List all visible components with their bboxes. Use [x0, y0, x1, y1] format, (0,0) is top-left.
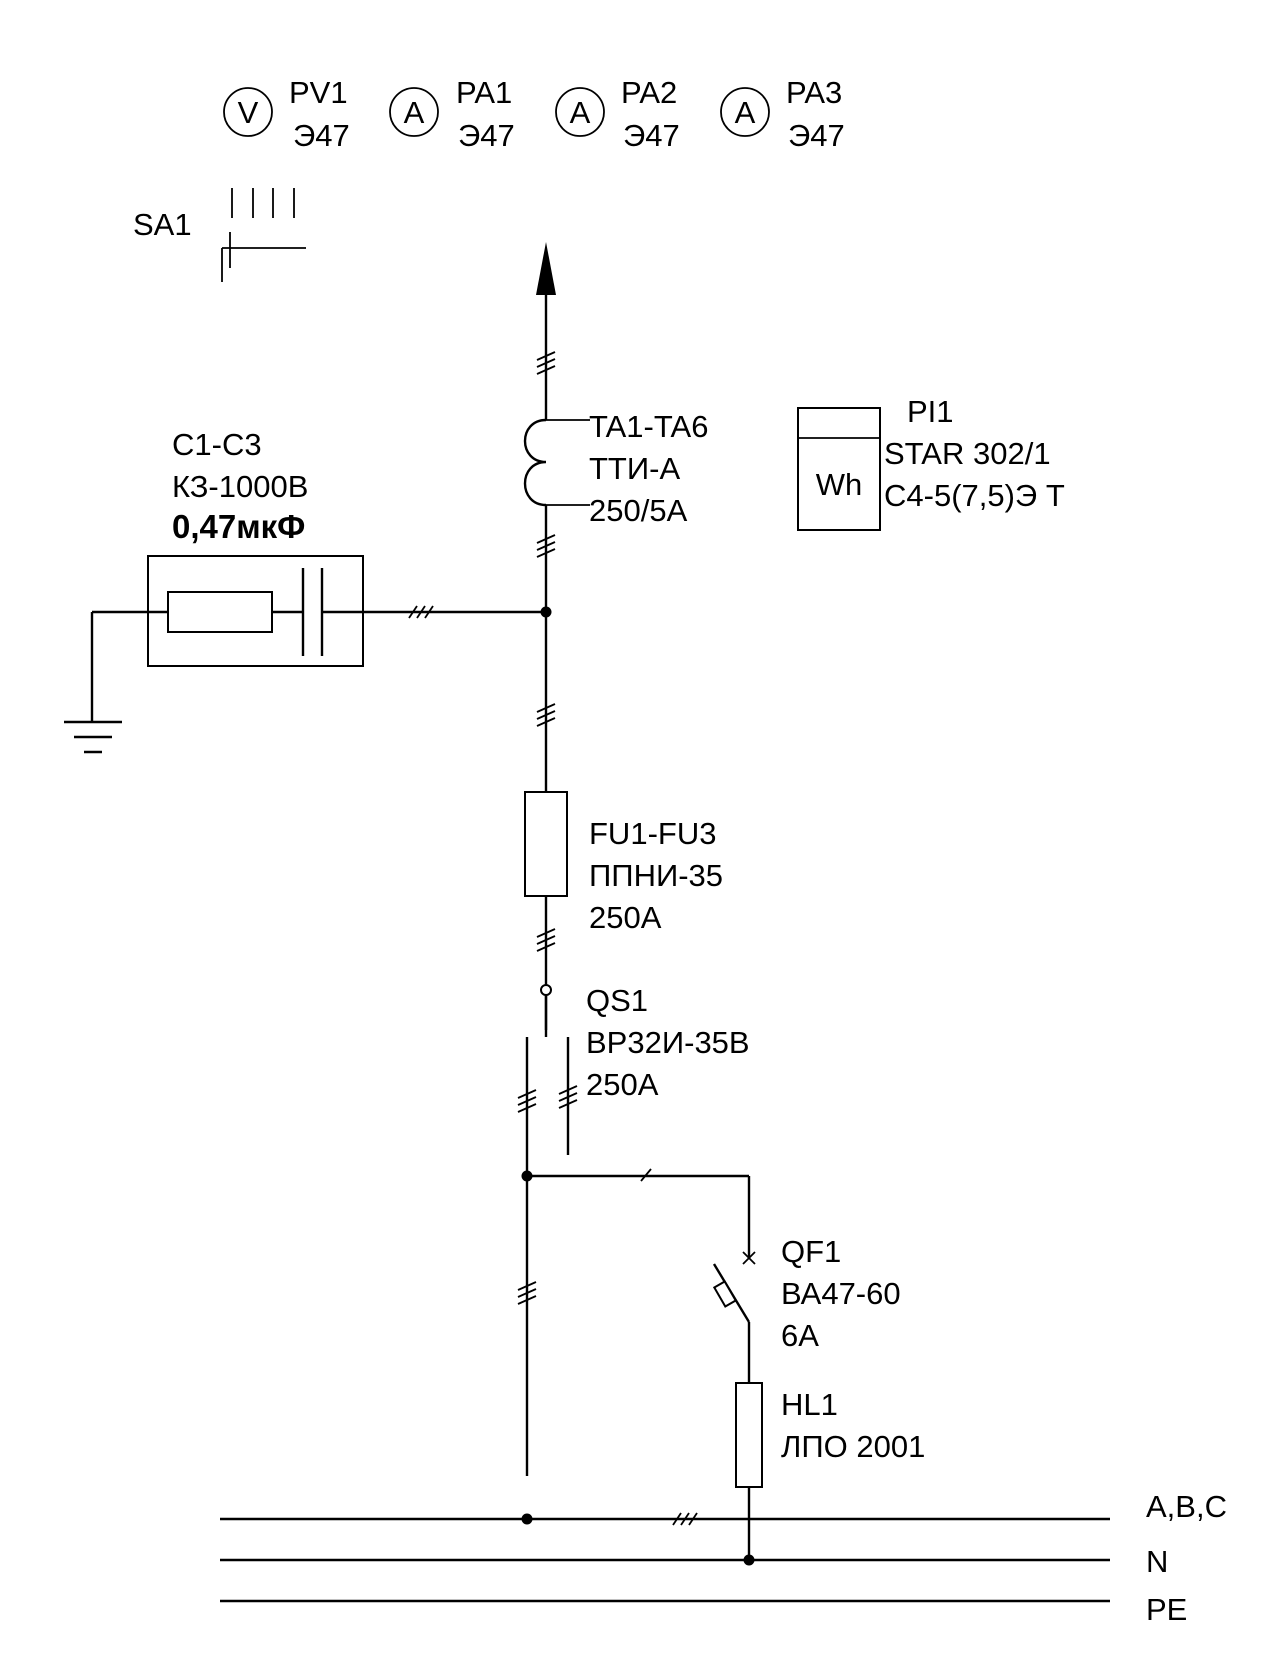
meter-type: Э47 [293, 118, 350, 153]
fuse-icon [524, 791, 568, 897]
lamp-icon [735, 1382, 763, 1488]
three-phase-marker-icon [536, 534, 556, 558]
three-phase-marker-icon [672, 1512, 698, 1526]
meter-name: PV1 [289, 75, 348, 110]
fuse-name: FU1-FU3 [589, 816, 716, 851]
meter-pv1: V PV1 Э47 [223, 75, 350, 153]
lamp-type: ЛПО 2001 [781, 1429, 925, 1464]
disconnector-rating: 250А [586, 1067, 659, 1102]
breaker-type: ВА47-60 [781, 1276, 901, 1311]
single-phase-marker-icon [640, 1168, 652, 1182]
ground-icon [64, 720, 122, 754]
fuse: FU1-FU3 ППНИ-35 250А [524, 791, 723, 935]
bus-label-n: N [1146, 1544, 1168, 1579]
meter-type: Э47 [623, 118, 680, 153]
three-phase-marker-icon [517, 1281, 537, 1305]
meter-type: Э47 [458, 118, 515, 153]
breaker-rating: 6А [781, 1318, 819, 1353]
ammeter-icon [389, 87, 439, 137]
voltmeter-icon [223, 87, 273, 137]
disconnector-name: QS1 [586, 983, 648, 1018]
meter-pa1: A PA1 Э47 [389, 75, 515, 153]
fuse-type: ППНИ-35 [589, 858, 723, 893]
breaker-name: QF1 [781, 1234, 841, 1269]
ct-type: ТТИ-А [589, 451, 680, 486]
circuit-breaker: QF1 ВА47-60 6А [712, 1234, 901, 1383]
ct-rating: 250/5А [589, 493, 688, 528]
energy-meter-symbol: Wh [816, 467, 863, 502]
contact-pivot-icon [540, 984, 552, 996]
meter-name: PA2 [621, 75, 677, 110]
capacitor-type: КЗ-1000В [172, 469, 308, 504]
indicator-lamp: HL1 ЛПО 2001 [735, 1382, 925, 1566]
capacitor-assembly: C1-C3 КЗ-1000В 0,47мкФ [64, 427, 546, 754]
meter-pa2: A PA2 Э47 [555, 75, 680, 153]
bus-label-pe: PE [1146, 1592, 1187, 1627]
energy-meter-icon [797, 407, 881, 531]
energy-meter: Wh PI1 STAR 302/1 С4-5(7,5)Э Т [797, 394, 1065, 531]
meter-name: PA3 [786, 75, 842, 110]
selector-switch-icon [221, 188, 306, 282]
disconnector-type: ВР32И-35В [586, 1025, 750, 1060]
capacitor-value: 0,47мкФ [172, 508, 305, 545]
three-phase-marker-icon [558, 1085, 578, 1109]
ct-coil-icon [523, 418, 547, 507]
energy-meter-type: С4-5(7,5)Э Т [884, 478, 1065, 513]
capacitor-name: C1-C3 [172, 427, 262, 462]
meter-name: PA1 [456, 75, 512, 110]
resistor-icon [167, 591, 273, 633]
bus-label-abc: A,B,C [1146, 1489, 1227, 1524]
signal-branch [517, 1168, 751, 1305]
ammeter-icon [555, 87, 605, 137]
energy-meter-model: STAR 302/1 [884, 436, 1051, 471]
disconnector: QS1 ВР32И-35В 250А [517, 983, 750, 1476]
three-phase-marker-icon [408, 605, 434, 619]
three-phase-marker-icon [517, 1089, 537, 1113]
fuse-rating: 250А [589, 900, 662, 935]
three-phase-marker-icon [536, 928, 556, 952]
breaker-contact-icon [712, 1251, 756, 1383]
meter-symbol: A [570, 95, 591, 130]
three-phase-marker-icon [536, 703, 556, 727]
ct-name: TA1-TA6 [589, 409, 708, 444]
meter-type: Э47 [788, 118, 845, 153]
meter-symbol: A [735, 95, 756, 130]
busbars: A,B,C N PE [220, 1489, 1227, 1627]
meter-symbol: A [404, 95, 425, 130]
main-feeder [536, 242, 556, 1030]
energy-meter-name: PI1 [907, 394, 954, 429]
meter-symbol: V [238, 95, 259, 130]
lamp-name: HL1 [781, 1387, 838, 1422]
three-phase-marker-icon [536, 351, 556, 375]
selector-switch-sa1: SA1 [133, 188, 306, 282]
current-transformer: TA1-TA6 ТТИ-А 250/5А [523, 409, 708, 528]
meter-pa3: A PA3 Э47 [720, 75, 845, 153]
arrow-up-icon [536, 242, 556, 295]
ammeter-icon [720, 87, 770, 137]
switch-name: SA1 [133, 207, 192, 242]
